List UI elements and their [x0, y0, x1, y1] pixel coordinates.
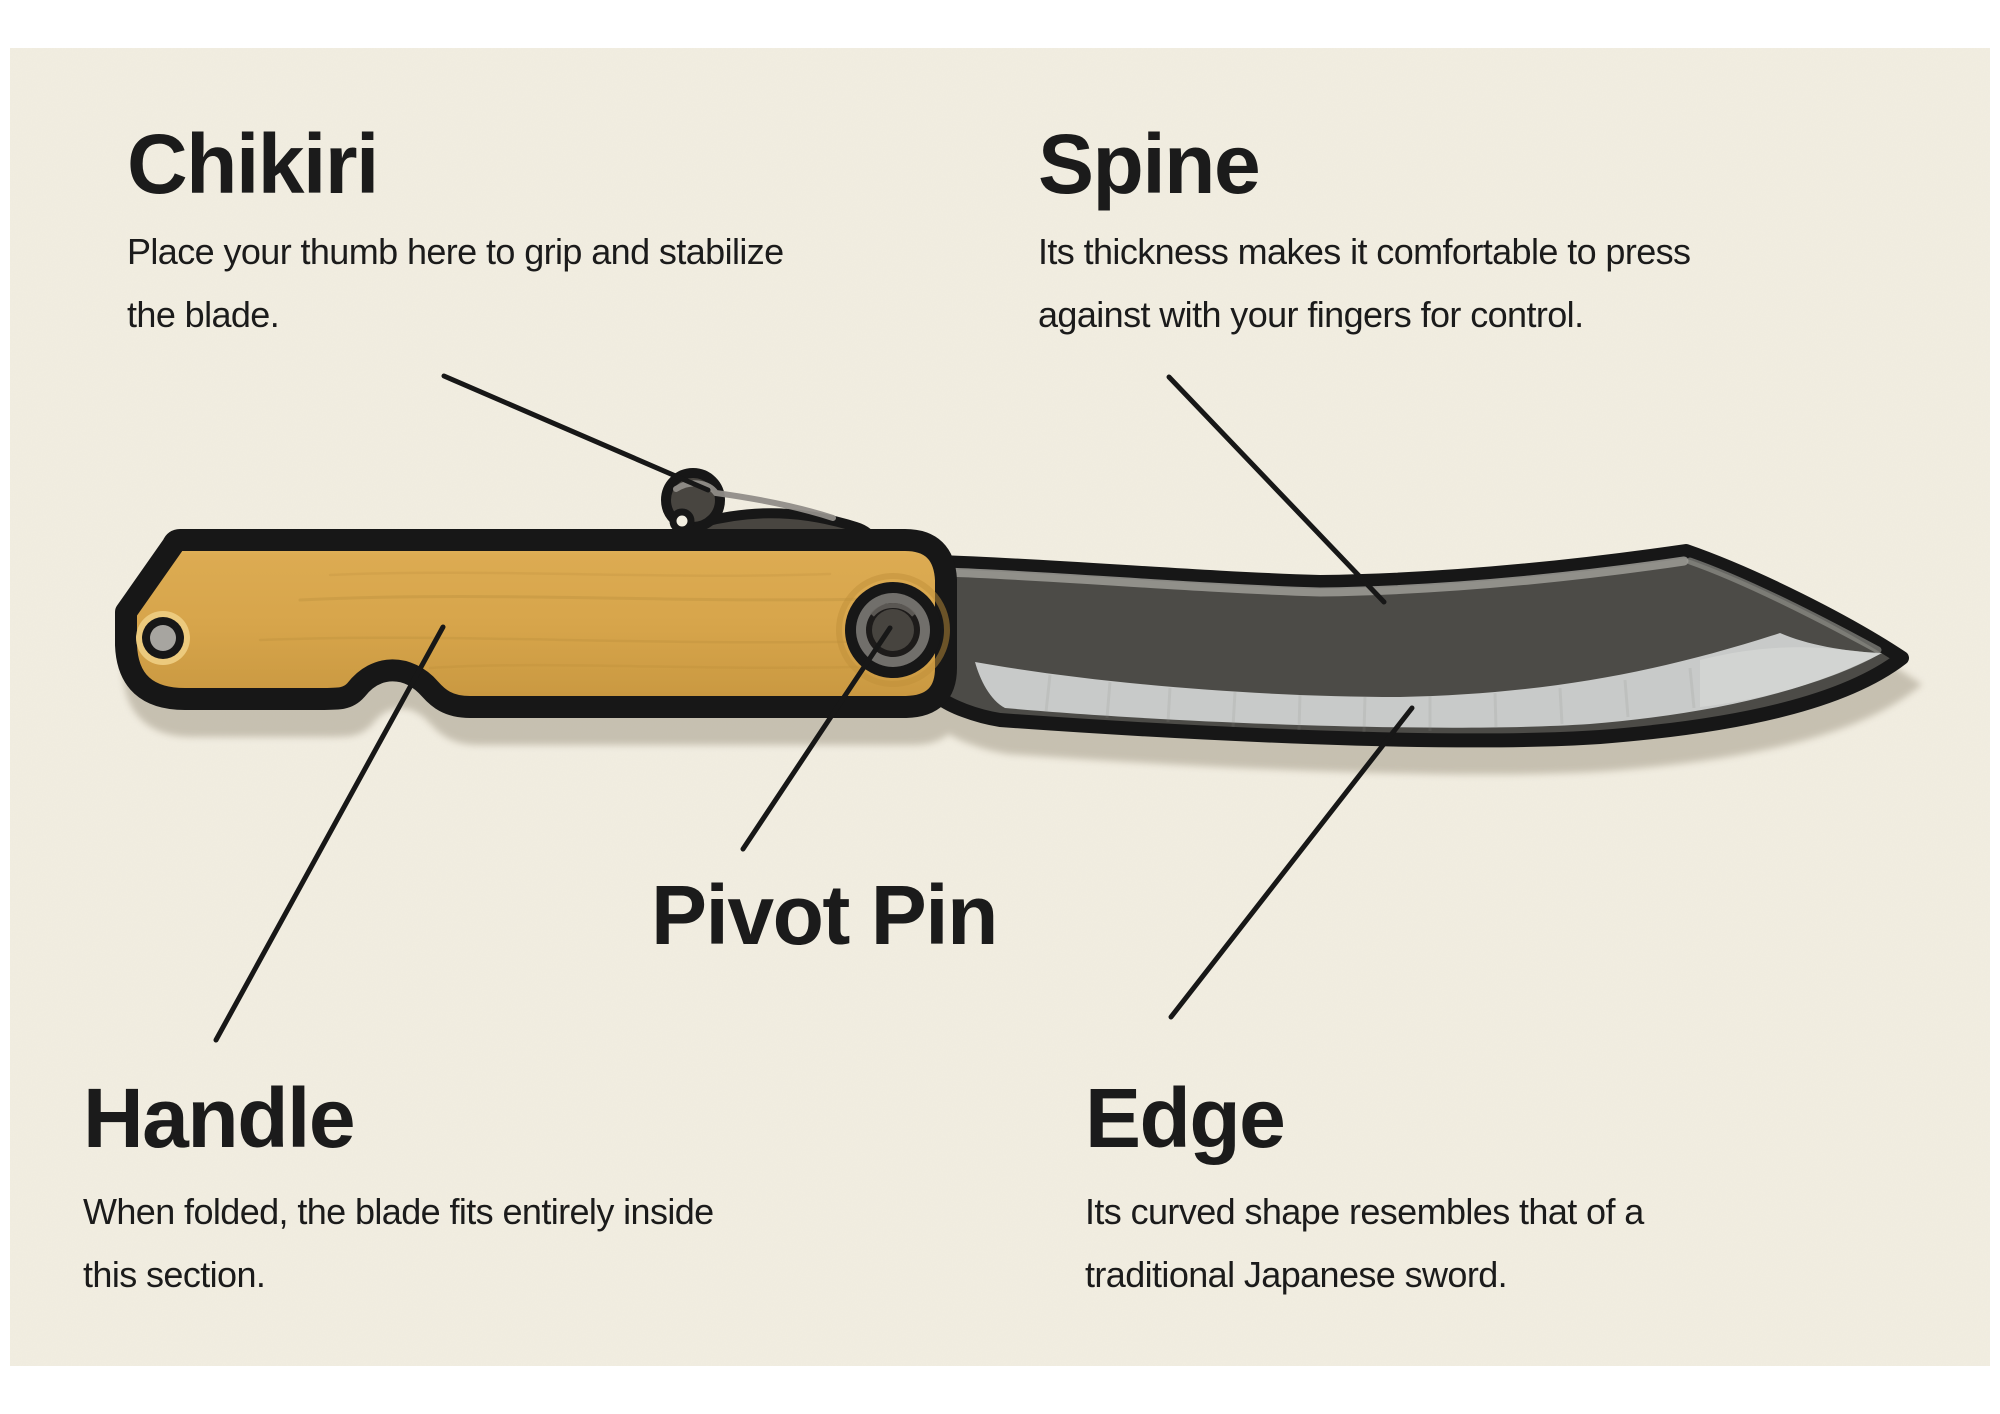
chikiri-leader-line [441, 373, 711, 493]
label-handle-title: Handle [83, 1071, 356, 1165]
handle-leader-line [213, 624, 446, 1043]
edge-description: Its curved shape resembles that of a tra… [1085, 1191, 1644, 1295]
chikiri-title: Chikiri [127, 117, 379, 211]
handle-shape [115, 529, 957, 718]
handle-title: Handle [83, 1071, 356, 1165]
wood-grain [258, 571, 932, 670]
label-edge-description: Its curved shape resembles that of a tra… [1085, 1180, 1644, 1306]
blade-edge-bevel [975, 633, 1882, 728]
handle-description: When folded, the blade fits entirely ins… [83, 1191, 714, 1295]
label-handle-description: When folded, the blade fits entirely ins… [83, 1180, 714, 1306]
edge-leader-line [1168, 705, 1415, 1020]
spine-description: Its thickness makes it comfortable to pr… [1038, 231, 1691, 335]
spine-leader-line [1166, 374, 1387, 605]
chikiri-description: Place your thumb here to grip and stabil… [127, 231, 784, 335]
label-spine-description: Its thickness makes it comfortable to pr… [1038, 220, 1691, 346]
pivot-pin-leader-line [740, 625, 893, 852]
label-chikiri-description: Place your thumb here to grip and stabil… [127, 220, 784, 346]
edge-title: Edge [1085, 1071, 1286, 1165]
blade-shape [931, 544, 1909, 748]
pivot-pin [836, 573, 950, 687]
label-chikiri-title: Chikiri [127, 117, 379, 211]
spine-title: Spine [1038, 117, 1261, 211]
pivot-pin-title: Pivot Pin [651, 868, 998, 962]
label-edge-title: Edge [1085, 1071, 1286, 1165]
label-pivot-pin-title: Pivot Pin [651, 868, 998, 962]
chikiri-hook-notch [669, 508, 695, 534]
label-spine-title: Spine [1038, 117, 1261, 211]
lanyard-hole [136, 611, 190, 665]
